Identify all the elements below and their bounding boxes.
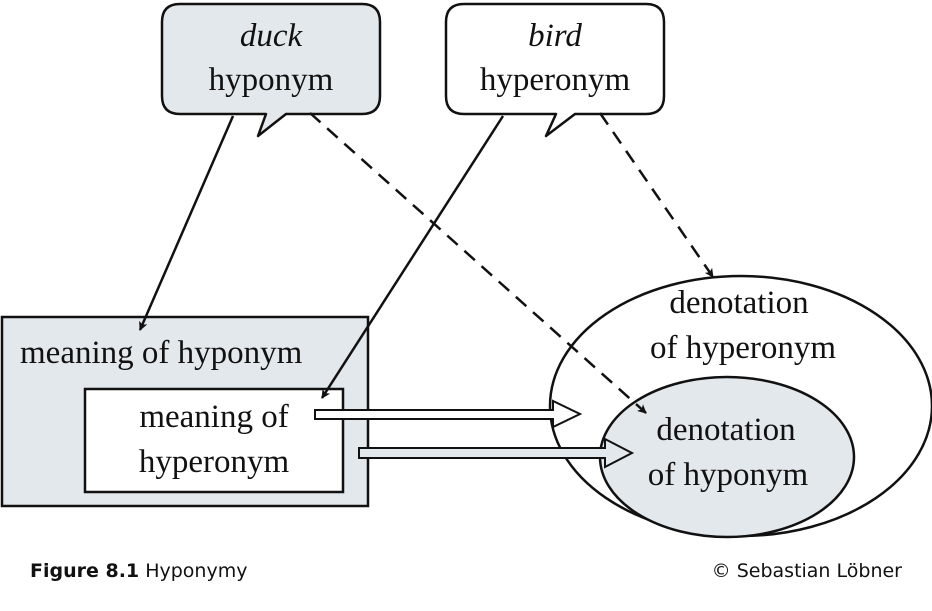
duck-word: duck [240,18,304,54]
hollow-arrow-hyponym [358,437,635,469]
denotation-of-hyponym-label-line1: denotation [656,412,795,448]
dashed-arrow-duck-to-denotation-hyponym [309,112,647,414]
duck-role: hyponym [209,62,334,98]
denotation-of-hyperonym-label-line2: of hyperonym [650,330,836,366]
copyright-notice: © Sebastian Löbner [711,560,902,582]
arrow-bird-to-meaning-hyperonym [320,115,505,399]
denotation-of-hyperonym-label-line1: denotation [669,285,808,321]
bird-word: bird [528,18,582,54]
meaning-of-hyperonym-label-line2: hyperonym [139,444,290,480]
meaning-of-hyponym-label: meaning of hyponym [20,335,303,371]
figure-title: Hyponymy [145,560,248,582]
meaning-of-hyperonym-label-line1: meaning of [139,399,288,435]
figure-label: Figure 8.1 [30,560,140,582]
bird-role: hyperonym [480,62,631,98]
hollow-arrow-hyperonym [314,399,583,429]
meaning-of-hyperonym-box [83,387,345,494]
bird-speech-bubble [444,2,666,138]
denotation-of-hyponym-label-line2: of hyponym [648,457,809,493]
duck-speech-bubble [160,2,382,138]
arrow-duck-to-meaning-hyponym [138,115,235,331]
figure-caption: Figure 8.1 Hyponymy [30,560,247,582]
dashed-arrow-bird-to-denotation-hyperonym [598,112,715,278]
